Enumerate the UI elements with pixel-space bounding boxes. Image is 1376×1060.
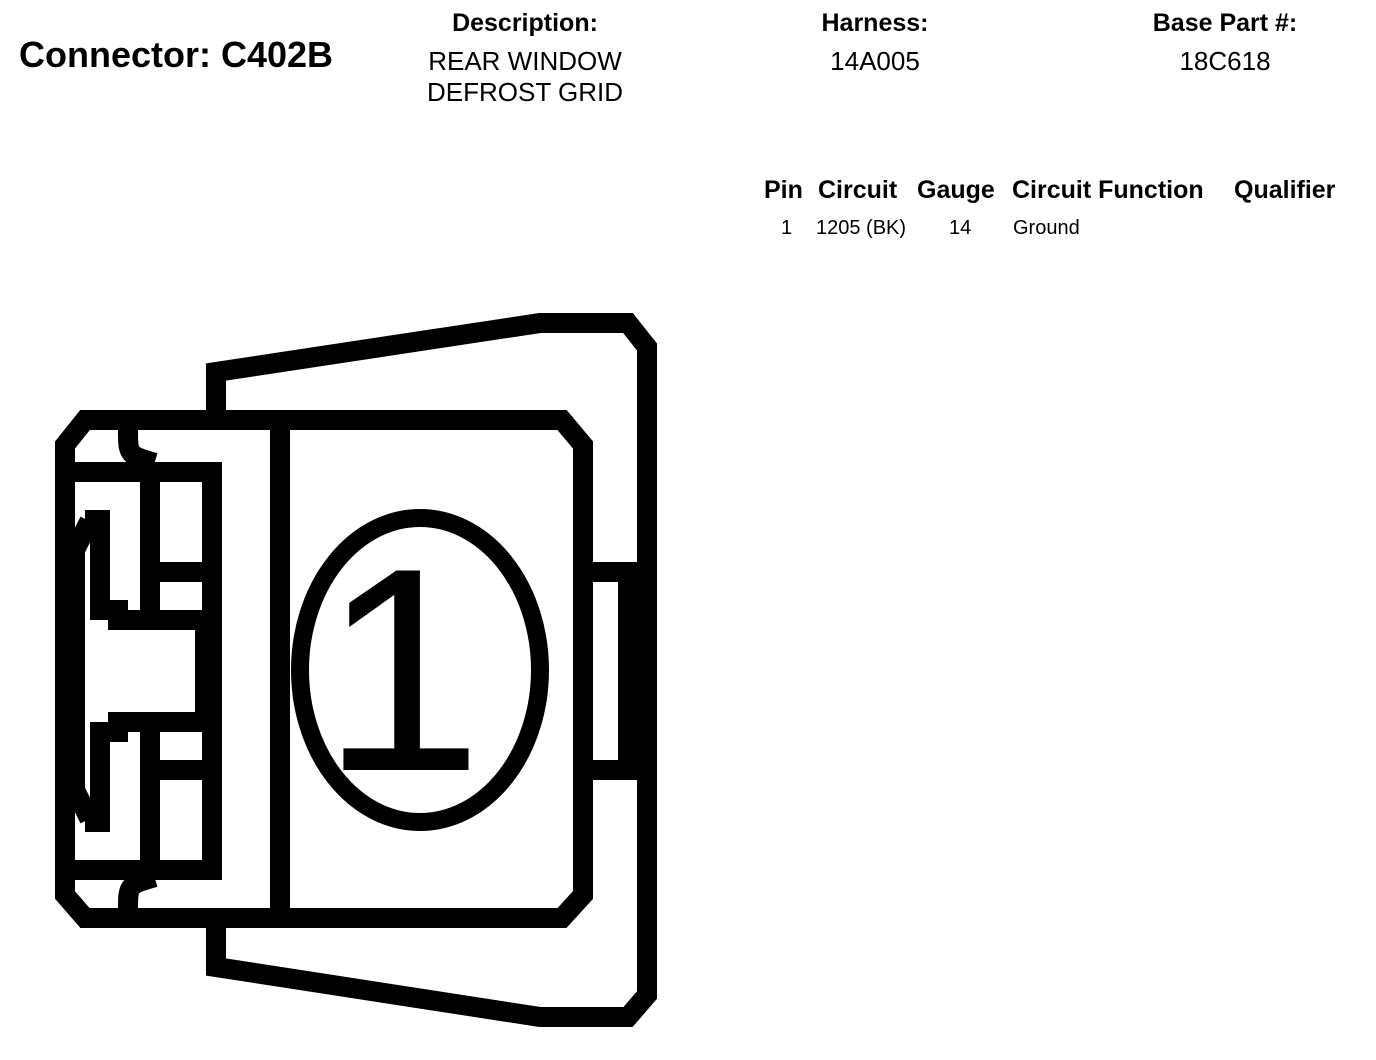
row-circuit-function: Ground (1013, 217, 1080, 239)
notch-top (117, 421, 158, 473)
right-tab (583, 562, 638, 780)
housing-top-edge (206, 313, 657, 1027)
latch-hook-top (65, 516, 99, 824)
pin-1-cavity (291, 509, 549, 831)
row-pin: 1 (781, 217, 793, 239)
base-part-block: Base Part #: 18C618 (1110, 8, 1340, 77)
base-part-label: Base Part #: (1152, 9, 1298, 37)
harness-label: Harness: (821, 9, 929, 37)
pin-1-label: 1 (321, 508, 482, 832)
row-circuit: 1205 (BK) (816, 217, 907, 239)
description-line-1: REAR WINDOW (428, 46, 622, 76)
row-gauge: 14 (949, 217, 972, 239)
harness-block: Harness: 14A005 (770, 8, 980, 77)
description-value: REAR WINDOW DEFROST GRID (390, 46, 660, 108)
connector-title: Connector: C402B (19, 34, 334, 75)
circuit-header: Circuit (818, 176, 898, 204)
description-line-2: DEFROST GRID (427, 77, 623, 107)
latch-arm (85, 510, 215, 832)
harness-value: 14A005 (830, 46, 920, 76)
circuit-function-header: Circuit Function (1012, 176, 1204, 204)
qualifier-header: Qualifier (1234, 176, 1336, 204)
gauge-header: Gauge (917, 176, 995, 204)
pin-header: Pin (764, 176, 803, 204)
description-label: Description: (452, 9, 598, 37)
description-block: Description: REAR WINDOW DEFROST GRID (390, 8, 660, 108)
notch-bottom (117, 867, 158, 919)
base-part-value: 18C618 (1179, 46, 1271, 76)
